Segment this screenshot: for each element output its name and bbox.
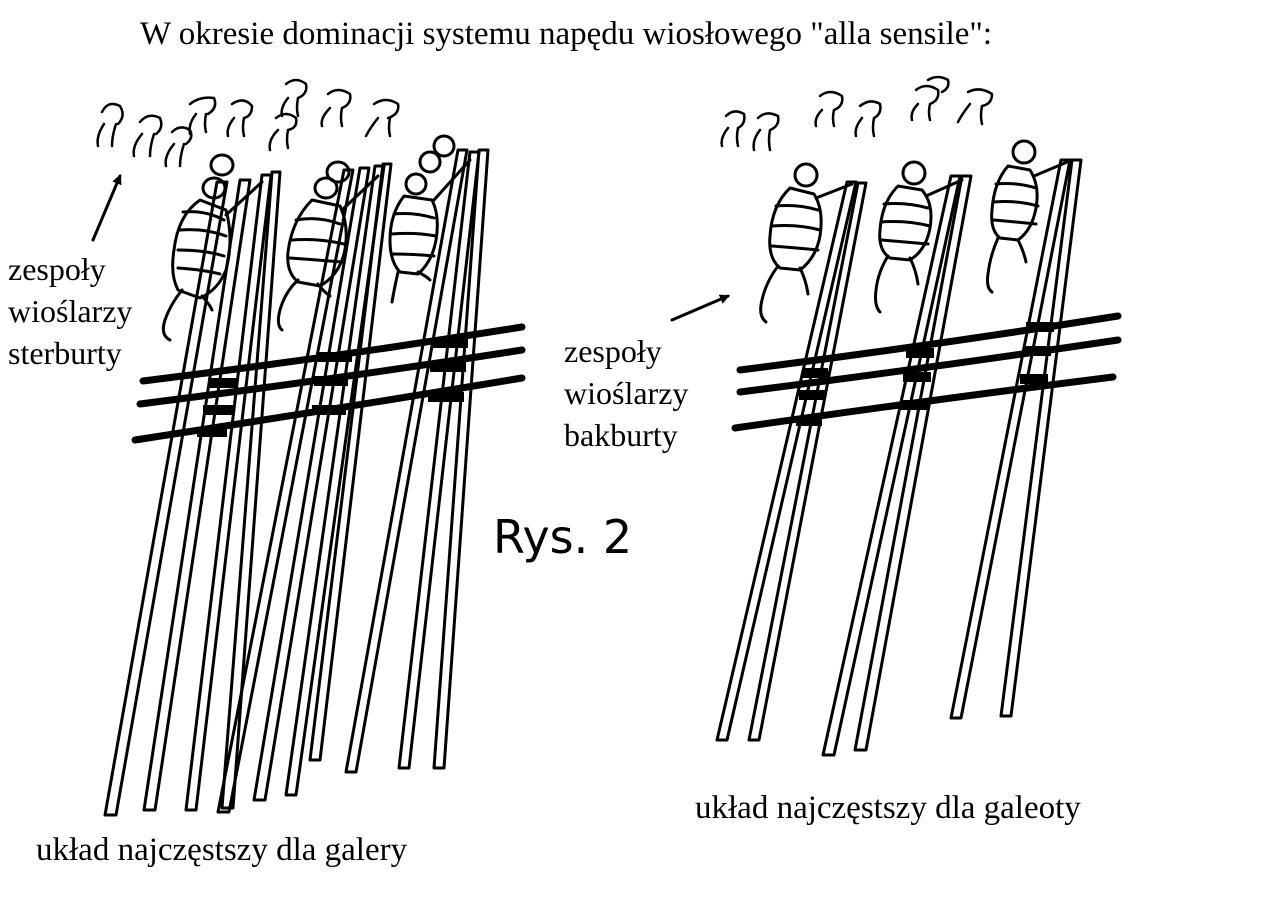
port-pointer-arrow (670, 294, 730, 322)
galeota-rowers (759, 139, 1074, 324)
port-rowers-label: zespoły wioślarzy bakburty (564, 333, 689, 453)
galeota-oar-blocks (796, 322, 1054, 426)
galeota-port-team-heads (720, 75, 994, 152)
galeota-bench-1-oars (715, 180, 868, 742)
galeota-bench-3-oars (949, 158, 1083, 720)
galley-starboard-team-heads (96, 78, 400, 168)
galley-bench-3-oars (344, 148, 490, 774)
starboard-rowers-label: zespoły wioślarzy sterburty (8, 251, 133, 371)
starboard-pointer-arrow (91, 174, 122, 242)
galeota-caption: układ najczęstszy dla galeoty (695, 790, 1081, 826)
galley-rowers (161, 134, 472, 342)
galeota-drawing (670, 75, 1122, 757)
page-title: W okresie dominacji systemu napędu wiosł… (140, 16, 993, 52)
galley-oar-blocks (197, 338, 468, 437)
galley-caption: układ najczęstszy dla galery (36, 832, 408, 868)
galeota-bench-2-oars (821, 174, 973, 757)
figure-number: Rys. 2 (493, 510, 633, 564)
galley-drawing (91, 78, 526, 817)
